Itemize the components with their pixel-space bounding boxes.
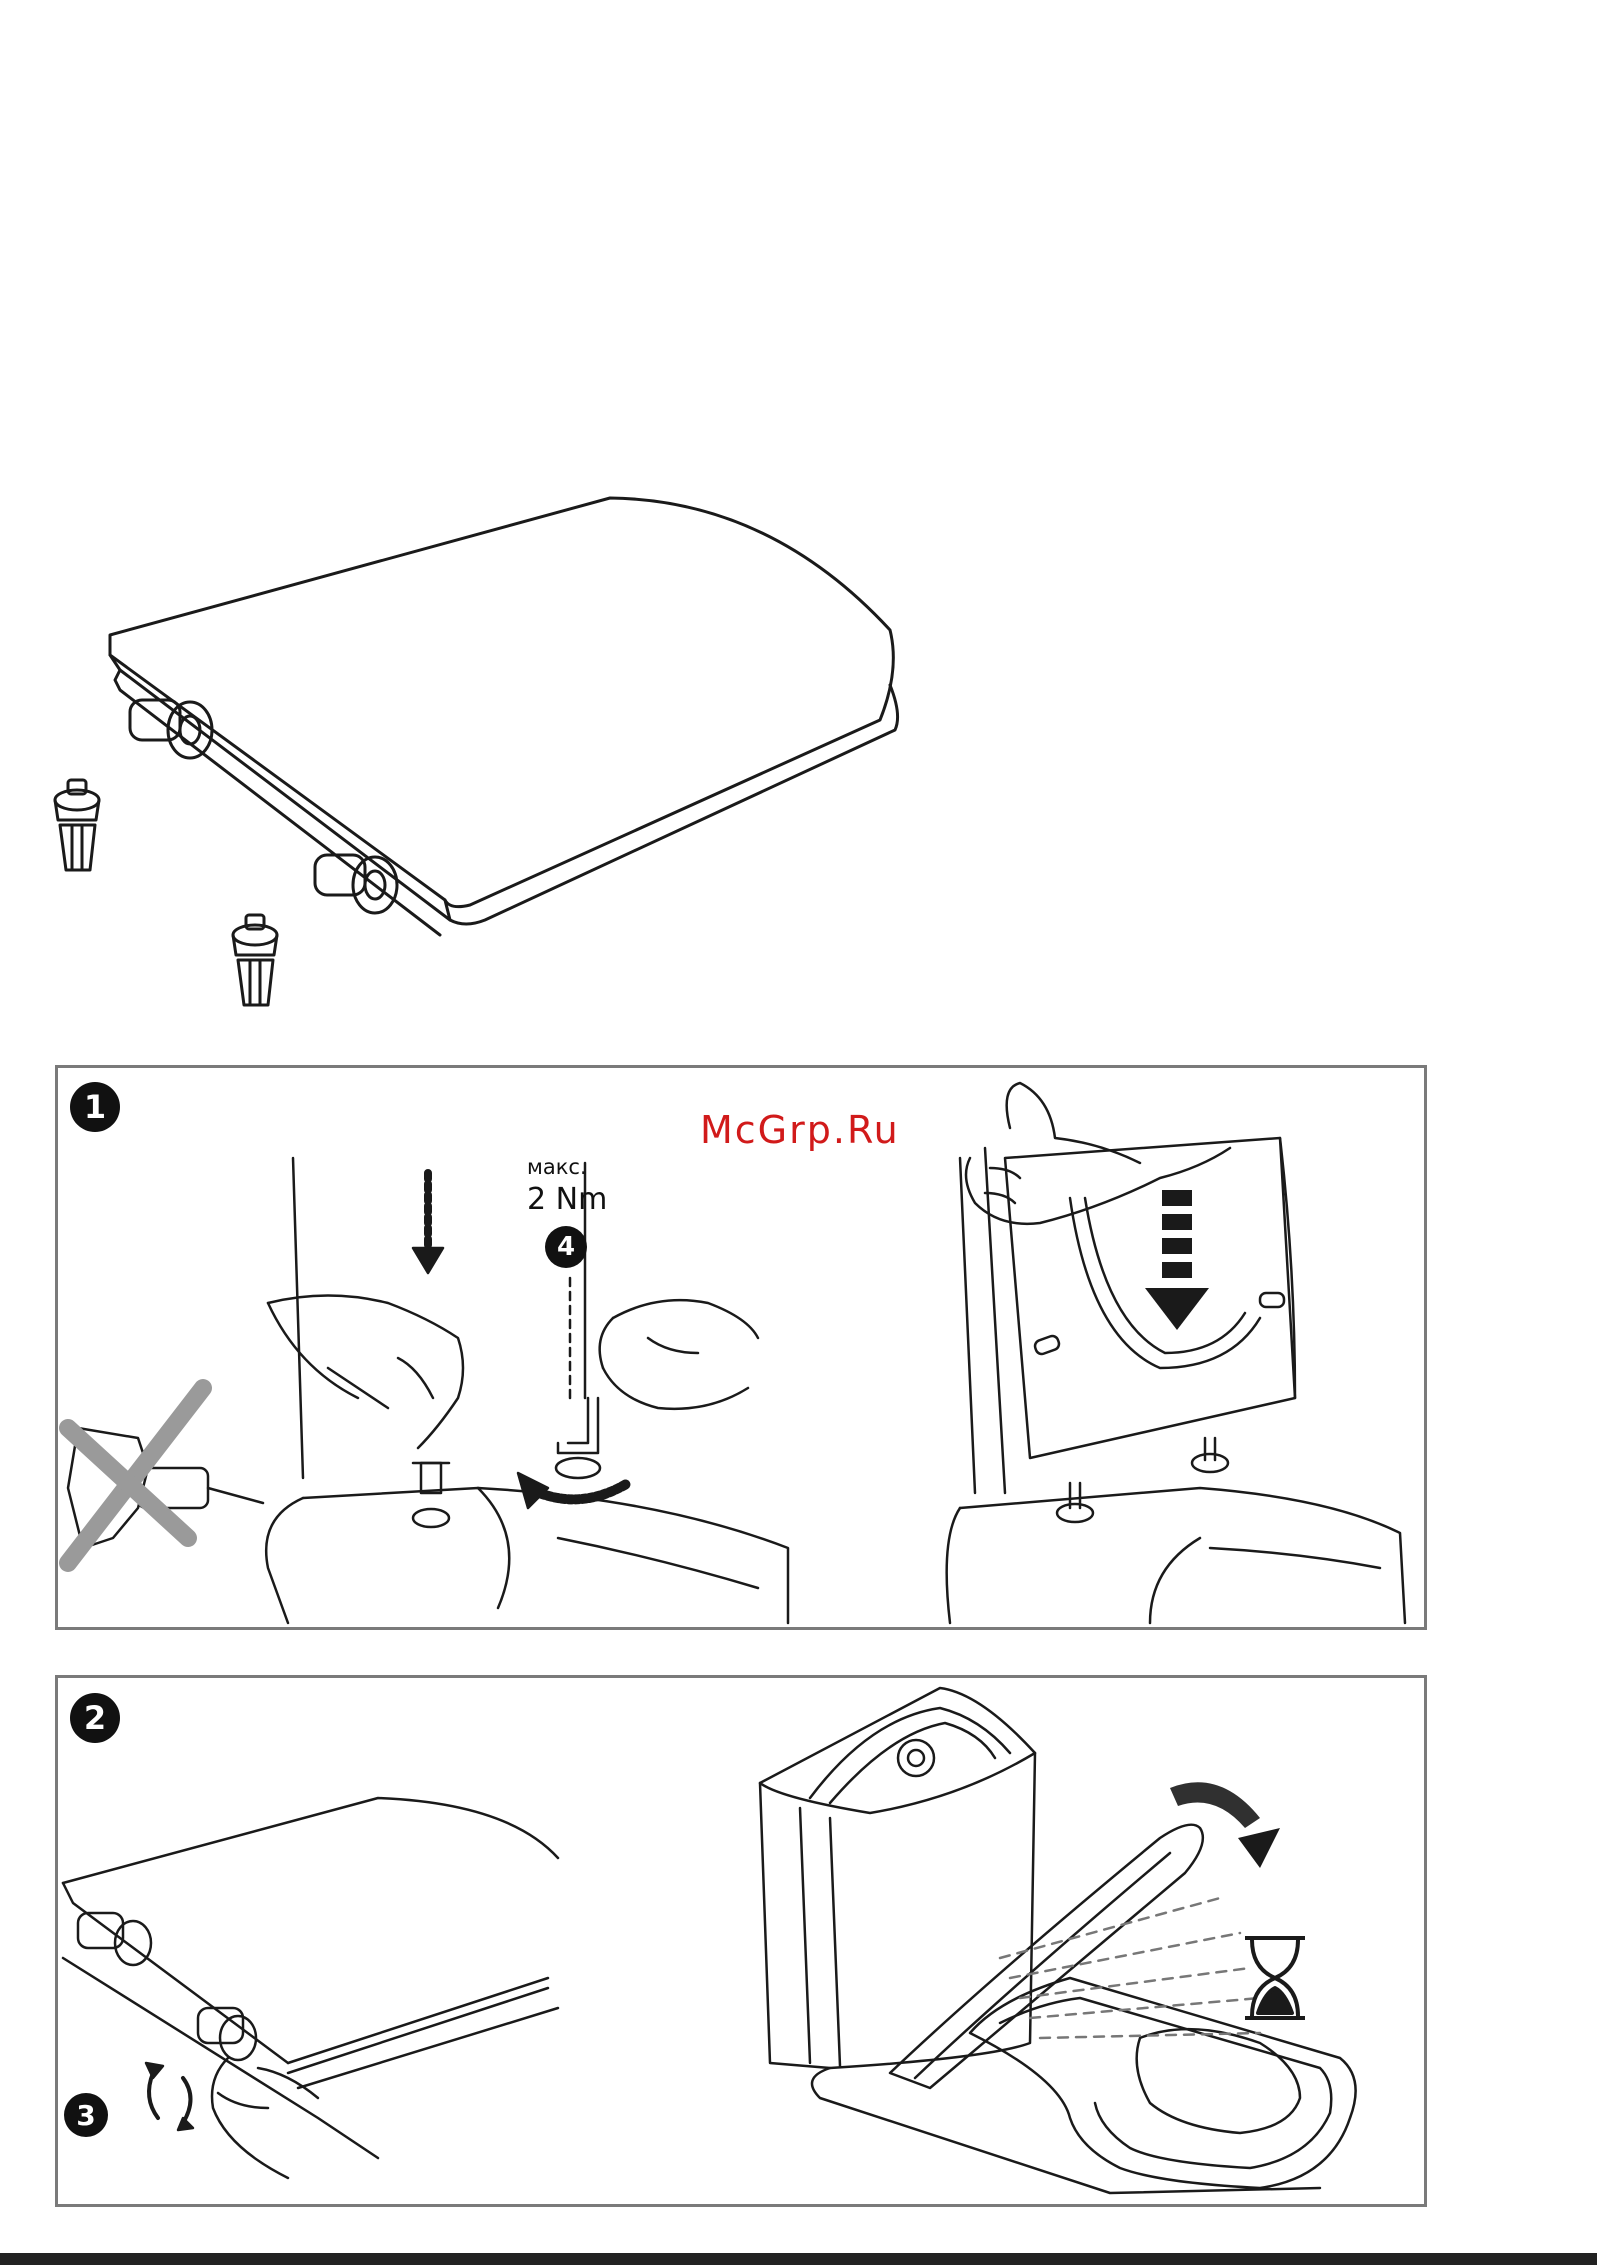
soft-close-scene [740, 1678, 1360, 2204]
no-drill-icon [68, 1388, 263, 1563]
hourglass-icon [1245, 1938, 1305, 2018]
install-bolts-scene [58, 1068, 818, 1627]
down-arrow-icon [1145, 1190, 1209, 1330]
lower-seat-scene [900, 1068, 1425, 1627]
step-3-badge: 3 [64, 2093, 108, 2137]
page-bottom-edge [0, 2253, 1597, 2265]
step-4-badge: 4 [545, 1226, 587, 1268]
fixing-bolt-icon [233, 915, 277, 1005]
fixing-bolt-icon [55, 780, 99, 870]
toilet-seat-lid-illustration [50, 480, 1010, 1020]
torque-prefix: макс. [527, 1155, 587, 1179]
torque-value: 2 Nm [527, 1182, 607, 1217]
adjust-hinge-scene [58, 1678, 678, 2204]
